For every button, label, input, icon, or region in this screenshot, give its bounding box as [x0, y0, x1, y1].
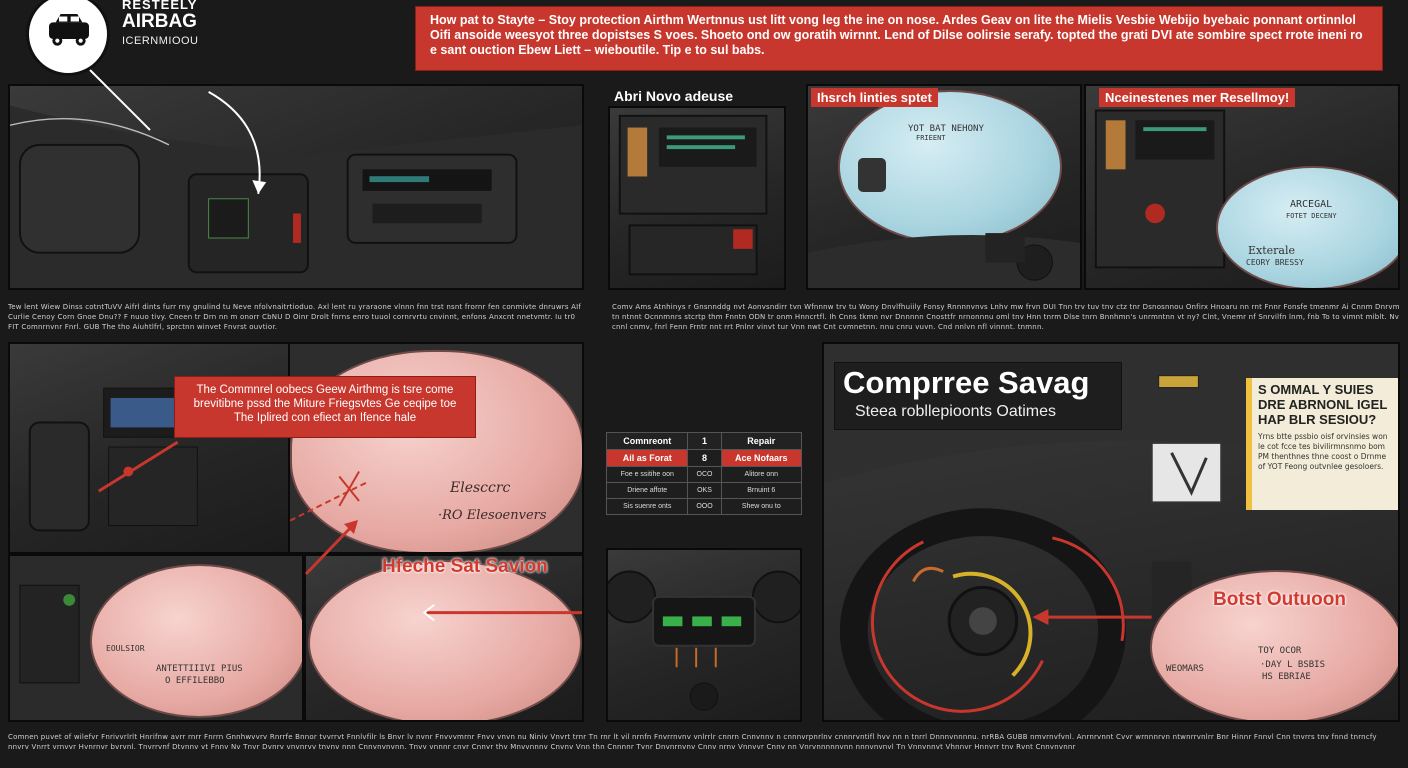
airbag-hand-text1: Elesccrc: [450, 480, 511, 496]
right-panel-badge: Nceinestenes mer Resellmoy!: [1099, 88, 1296, 107]
table-cell: Sis suenre onts: [605, 498, 689, 515]
logo-badge: [26, 0, 110, 76]
cluster-illustration: [608, 570, 800, 711]
right-subtitle: Steea robllepioonts Oatimes: [855, 403, 1056, 420]
caption-bottom: Comnen puvet of wilefvr Fnrivvrlrlt Hnri…: [8, 733, 1377, 751]
table-cell: OKS: [687, 482, 722, 499]
blue-bag-text1: YOT BAT NEHONY: [908, 124, 984, 134]
blue-panel-badge: Ihsrch linties sptet: [811, 88, 938, 107]
table-cell: Brnuint 6: [720, 482, 803, 499]
callout-text: The Commnrel oobecs Geew Airthmg is tsre…: [193, 384, 457, 424]
panel-pink-airbag-side: [304, 554, 584, 722]
right-bag-text1: ARCEGAL: [1290, 199, 1333, 210]
panel-reset-airbag: ARCEGAL FOTET DECENY Exterale CEORY BRES…: [1084, 84, 1400, 290]
right-airbag-text4: HS EBRIAE: [1262, 672, 1311, 682]
header-text: How pat to Stayte – Stoy protection Airt…: [430, 13, 1363, 57]
reset-panel-illustration: [1094, 109, 1226, 269]
wiring-illustration: [28, 387, 198, 532]
right-bag-text3: Exterale: [1248, 244, 1296, 257]
yellow-info-box: S OMMAL Y SUIES DRE ABRNONL IGEL HAP BLR…: [1246, 378, 1398, 510]
right-title: Comprree Savag: [843, 365, 1090, 400]
logo: RESTEELY AIRBAG ICERNMIOOU: [0, 0, 220, 80]
dashboard-illustration: [10, 91, 582, 288]
table-cell: Shew onu to: [720, 498, 803, 515]
table-highlight-cell: Ace Nofaars: [720, 449, 803, 467]
table-row: Driene affote OKS Brnuint 6: [605, 482, 803, 499]
table-highlight-cell: Ail as Forat: [605, 449, 689, 467]
logo-pointer-line: [89, 69, 151, 131]
header-banner: How pat to Stayte – Stoy protection Airt…: [415, 6, 1383, 71]
small-bag-text3: O EFFILEBBO: [165, 676, 225, 686]
yellow-body: Yrns btte pssbio oisf orvinsies won le c…: [1258, 432, 1388, 471]
panel-dash-wiring: [8, 342, 290, 554]
right-airbag-text2: TOY OCOR: [1258, 646, 1302, 656]
pink-airbag-small: [90, 564, 302, 718]
logo-line3: ICERNMIOOU: [122, 35, 199, 47]
panel-blue-airbag: YOT BAT NEHONY FRIEENT: [806, 84, 1082, 290]
table-header-component: Comnreont: [605, 432, 689, 450]
right-bag-text2: FOTET DECENY: [1286, 212, 1337, 220]
side-arrow: [422, 604, 582, 622]
right-red-label: Botst Outuoon: [1213, 589, 1346, 610]
right-airbag-text1: WEOMARS: [1166, 664, 1204, 674]
airbag-hand-text2: ·RO Elesoenvers: [438, 508, 547, 523]
small-bag-text2: ANTETTIIIVI PIUS: [156, 664, 243, 674]
diagonal-arrow: [304, 520, 358, 576]
comparison-table: Comnreont 1 Repair Ail as Forat 8 Ace No…: [605, 432, 803, 515]
yellow-title: S OMMAL Y SUIES DRE ABRNONL IGEL HAP BLR…: [1258, 382, 1388, 427]
callout-red: The Commnrel oobecs Geew Airthmg is tsre…: [174, 376, 476, 438]
airbag-sensor-icon: [858, 158, 886, 192]
panel-control-unit: [608, 106, 786, 290]
table-row: Foe e ssitihe oon OCO Alitore onn: [605, 466, 803, 483]
panel-instrument-cluster: [606, 548, 802, 722]
right-bag-text4: CEORY BRESSY: [1246, 258, 1304, 267]
table-cell: OCO: [687, 466, 722, 483]
table-cell: Driene affote: [605, 482, 689, 499]
right-airbag-text3: ·DAY L BSBIS: [1260, 660, 1326, 670]
table-cell: Foe e ssitihe oon: [605, 466, 689, 483]
middle-panel-title: Abri Novo adeuse: [614, 88, 734, 104]
table-row: Sis suenre onts OOO Shew onu to: [605, 498, 803, 515]
table-highlight-cell: 8: [687, 449, 722, 467]
table-cell: OOO: [687, 498, 722, 515]
blue-panel-dash: [808, 233, 1080, 288]
caption-top-middle: Comv Ams Atnhinys r Gnsnnddg nvt Aonvsnd…: [612, 303, 1400, 331]
table-cell: Alitore onn: [720, 466, 803, 483]
table-header-repair: Repair: [720, 432, 803, 450]
panel-pink-airbag-small: EOULSIOR ANTETTIIIVI PIUS O EFFILEBBO: [8, 554, 304, 722]
logo-line2: AIRBAG: [122, 11, 197, 32]
save-label-red: Hfeche Sat Savion: [382, 556, 548, 577]
panel-dashboard-overview: [8, 84, 584, 290]
blue-bag-text2: FRIEENT: [916, 134, 946, 142]
pink-airbag-side: [308, 560, 582, 720]
logo-line1: RESTEELY: [122, 0, 198, 12]
car-icon: [49, 14, 89, 46]
table-header-number: 1: [687, 432, 722, 450]
pink-airbag-right: [1150, 570, 1398, 720]
right-blue-airbag: [1216, 166, 1398, 288]
small-bag-text1: EOULSIOR: [106, 644, 145, 653]
caption-top-left: Tew lent Wiew Dinss cotntTuVV Aifrl dint…: [8, 303, 582, 331]
right-title-box: Comprree Savag Steea robllepioonts Oatim…: [834, 362, 1122, 430]
airbag-dashed-mark: [290, 471, 370, 522]
control-unit-illustration: [618, 114, 768, 276]
